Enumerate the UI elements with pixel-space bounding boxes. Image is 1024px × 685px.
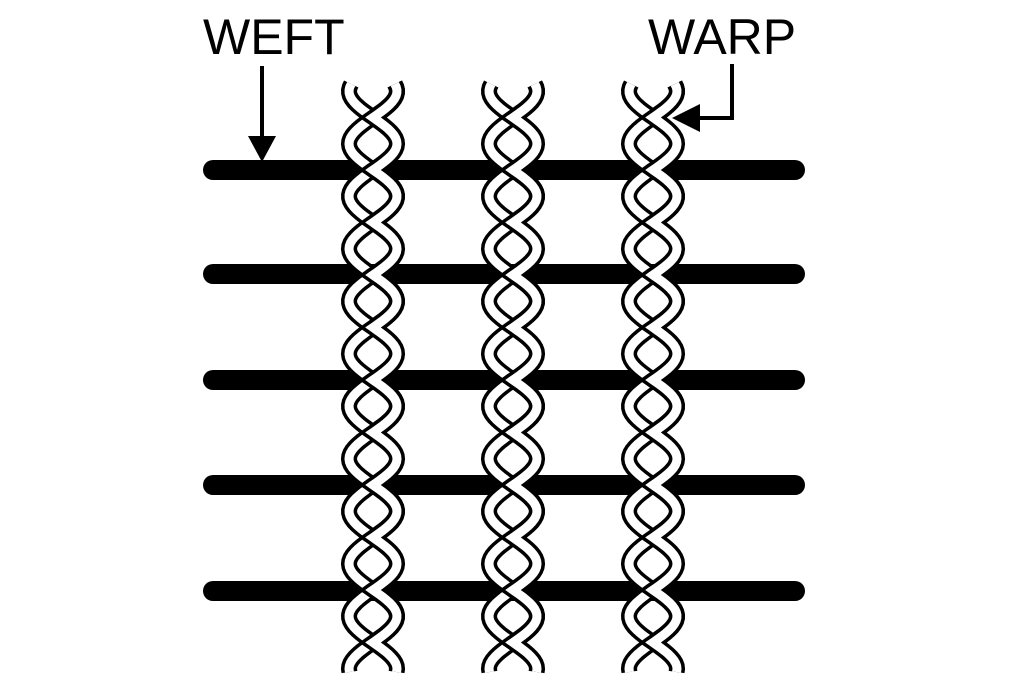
warp-strand xyxy=(620,80,686,674)
warp-label: WARP xyxy=(648,9,796,65)
weft-arrow xyxy=(248,66,276,162)
warp-strand xyxy=(340,80,406,674)
warp-arrow xyxy=(672,64,734,132)
warp-strand xyxy=(480,80,546,674)
warp-strands xyxy=(340,80,686,674)
weft-label: WEFT xyxy=(203,9,345,65)
